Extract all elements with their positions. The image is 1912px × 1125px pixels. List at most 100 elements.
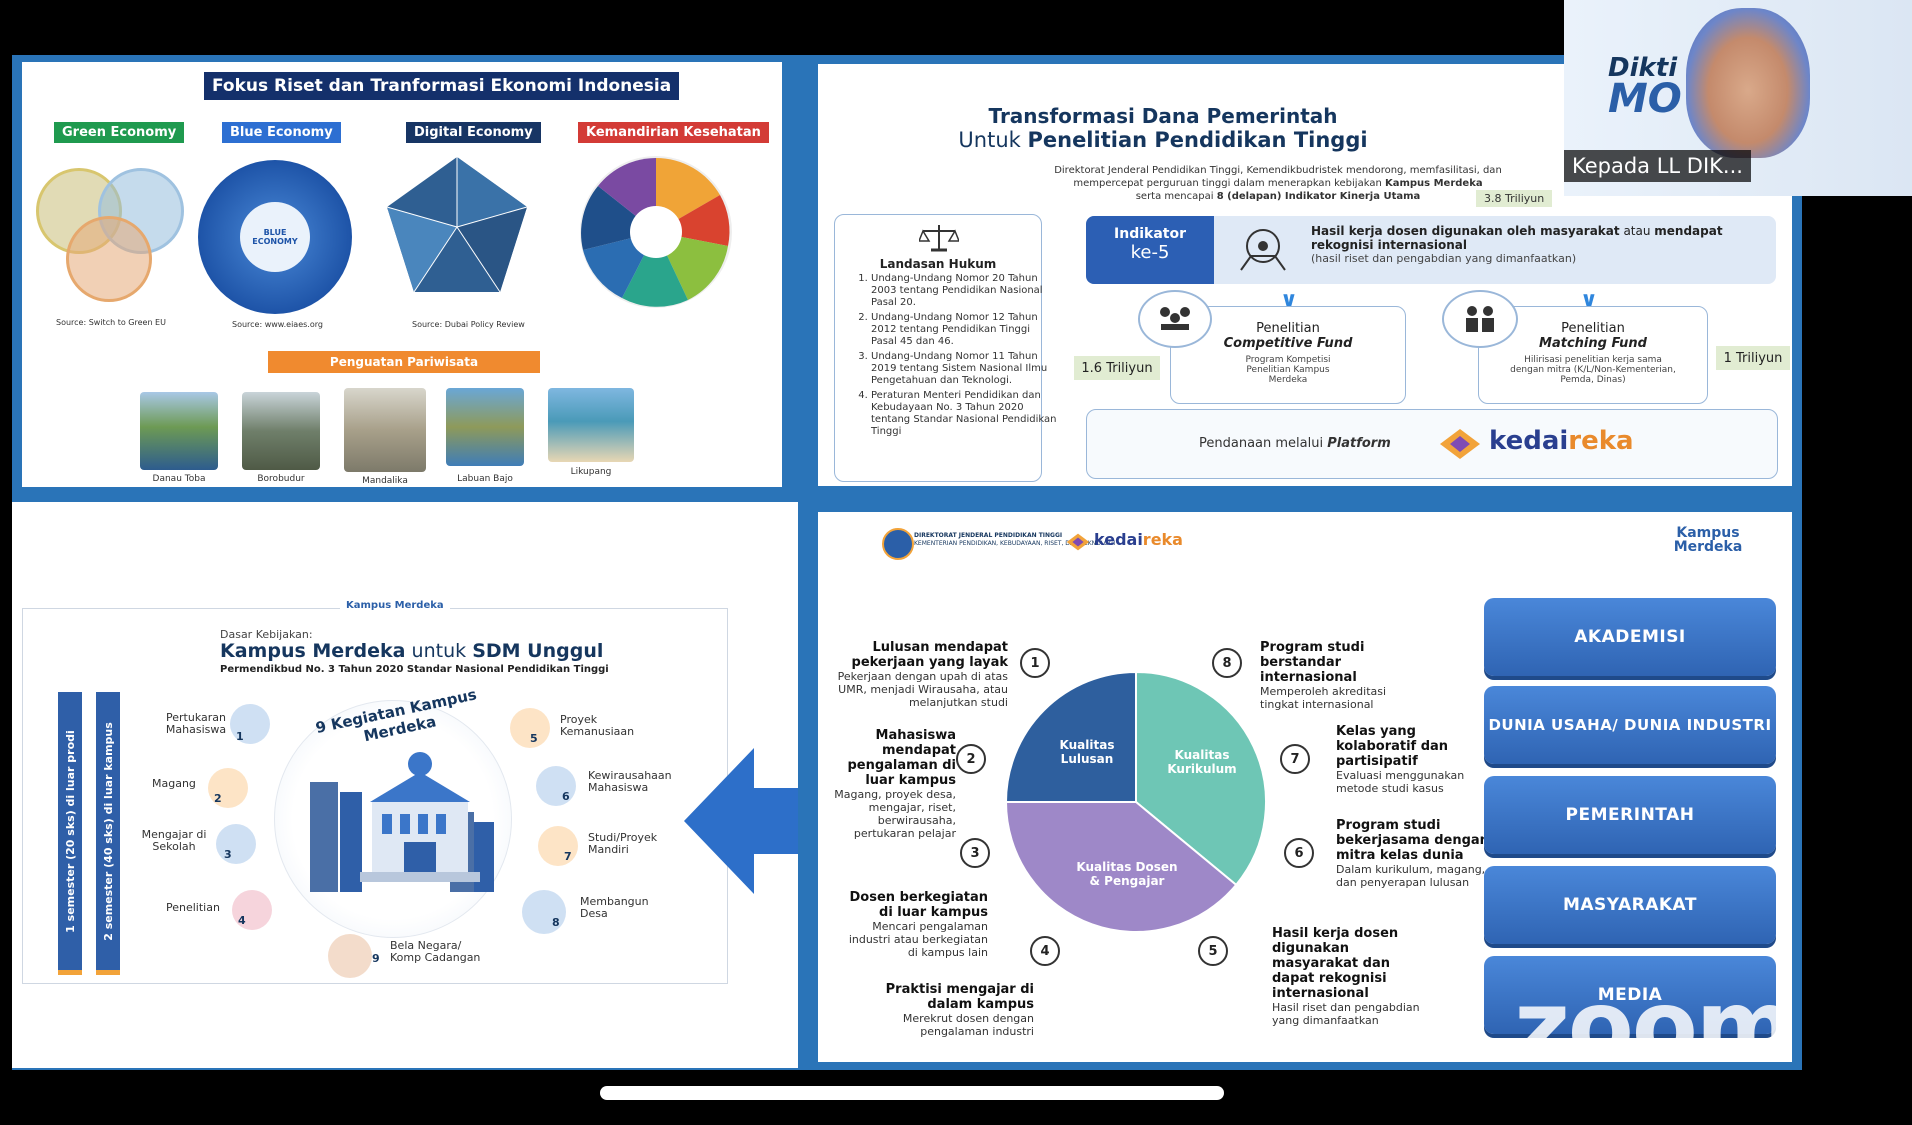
activity-number: 2 xyxy=(214,792,222,805)
platform-text-b: Platform xyxy=(1327,436,1391,451)
blue-economy-source: Source: www.eiaes.org xyxy=(232,320,323,329)
research-collaboration-icon xyxy=(1240,229,1286,271)
semester-bar-1-text: 1 semester (20 sks) di luar prodi xyxy=(63,729,77,933)
slide-subtitle: Permendikbud No. 3 Tahun 2020 Standar Na… xyxy=(220,664,609,675)
indicator-annotation: Mahasiswa mendapat pengalaman di luar ka… xyxy=(826,728,956,840)
matching-fund-card: Penelitian Matching Fund Hilirisasi pene… xyxy=(1478,306,1708,404)
indicator-sub: Pekerjaan dengan upah di atas UMR, menja… xyxy=(837,670,1008,709)
pie-slices xyxy=(1004,670,1267,933)
independent-study-icon xyxy=(538,826,578,866)
indicator-annotation: Program studi bekerjasama dengan mitra k… xyxy=(1336,818,1496,889)
desc-line3-text: serta mencapai xyxy=(1135,191,1217,202)
blue-economy-diagram: BLUE ECONOMY xyxy=(198,160,352,314)
header-org-sub: KEMENTERIAN PENDIDIKAN, KEBUDAYAAN, RISE… xyxy=(914,540,1116,547)
fund2-title: Penelitian xyxy=(1561,321,1625,336)
slide-research-focus: Fokus Riset dan Tranformasi Ekonomi Indo… xyxy=(22,62,782,487)
semester-bar-2: 2 semester (40 sks) di luar kampus xyxy=(96,692,120,975)
pie-label: Kualitas Kurikulum xyxy=(1167,748,1237,776)
title-line2-bold: Penelitian Pendidikan Tinggi xyxy=(1027,128,1368,152)
indicator-annotation: Lulusan mendapat pekerjaan yang layak Pe… xyxy=(818,640,1008,709)
legal-basis-title: Landasan Hukum xyxy=(879,257,997,271)
activity-label: Penelitian xyxy=(166,901,220,914)
fund2-desc: Hilirisasi penelitian kerja sama dengan … xyxy=(1510,355,1676,385)
indicator-label: Indikator xyxy=(1114,226,1186,242)
green-economy-label: Green Economy xyxy=(54,122,185,143)
stakeholder-akademisi: AKADEMISI xyxy=(1484,598,1776,676)
fund1-amount: 1.6 Triliyun xyxy=(1074,356,1160,380)
indicator-annotation: Kelas yang kolaboratif dan partisipatif … xyxy=(1336,724,1476,795)
slide-title-line2: Untuk Penelitian Pendidikan Tinggi xyxy=(818,128,1508,152)
kedaireka-logo-icon xyxy=(1440,429,1480,459)
activity-number: 1 xyxy=(236,730,244,743)
desc-line1: Direktorat Jenderal Pendidikan Tinggi, K… xyxy=(1054,165,1502,176)
kedaireka-logo: kedaireka xyxy=(1489,426,1634,456)
legal-basis-item: Undang-Undang Nomor 12 Tahun 2012 tentan… xyxy=(871,312,1057,348)
slide-title-line1: Transformasi Dana Pemerintah xyxy=(988,104,1338,128)
indicator-badge: 4 xyxy=(1030,936,1060,966)
likupang-photo xyxy=(548,388,634,462)
indicator-title: Hasil kerja dosen digunakan masyarakat d… xyxy=(1272,926,1399,1001)
indicator-title: Dosen berkegiatan di luar kampus xyxy=(849,890,988,920)
activity-number: 7 xyxy=(564,850,572,863)
kedaireka-logo-a: kedai xyxy=(1094,530,1143,549)
desc-line3: serta mencapai 8 (delapan) Indikator Kin… xyxy=(968,190,1588,203)
indicator-annotation: Praktisi mengajar di dalam kampus Merekr… xyxy=(878,982,1034,1038)
pie-slice xyxy=(1004,801,1238,933)
indicator-tag: Indikator ke-5 xyxy=(1086,216,1214,284)
matching-fund-icon xyxy=(1442,290,1518,348)
legal-basis-box: Landasan Hukum Undang-Undang Nomor 20 Ta… xyxy=(834,214,1056,482)
desc-line2: mempercepat perguruan tinggi dalam mener… xyxy=(968,177,1588,190)
slide-kampus-merdeka: Kampus Merdeka Dasar Kebijakan: Kampus M… xyxy=(12,502,798,1068)
stakeholder-dunia-usaha: DUNIA USAHA/ DUNIA INDUSTRI xyxy=(1484,686,1776,764)
indicator-sub: Magang, proyek desa, mengajar, riset, be… xyxy=(834,788,956,840)
state-defense-icon xyxy=(328,934,372,978)
indicator-badge: 5 xyxy=(1198,936,1228,966)
indicator-sub: Hasil riset dan pengabdian yang dimanfaa… xyxy=(1272,1001,1420,1027)
blue-economy-center: BLUE ECONOMY xyxy=(240,202,310,272)
screen-share-scrollbar[interactable] xyxy=(600,1086,1224,1100)
venn-circle xyxy=(66,216,152,302)
legal-basis-item: Peraturan Menteri Pendidikan dan Kebuday… xyxy=(871,390,1057,438)
tourism-title: Penguatan Pariwisata xyxy=(268,351,540,373)
policy-basis-label: Dasar Kebijakan: xyxy=(220,628,313,641)
zoom-watermark: zoom xyxy=(1514,970,1796,1082)
internship-icon xyxy=(208,768,248,808)
digital-economy-pentagon xyxy=(386,157,528,293)
slide-description: Direktorat Jenderal Pendidikan Tinggi, K… xyxy=(968,164,1588,203)
indicator-text-bold2: mendapat rekognisi internasional xyxy=(1311,224,1723,252)
health-independence-wheel xyxy=(580,156,732,308)
blue-economy-label: Blue Economy xyxy=(222,122,341,143)
labuan-bajo-photo xyxy=(446,388,524,466)
activity-label: Bela Negara/ Komp Cadangan xyxy=(390,939,481,964)
participant-video-tile[interactable]: Dikti MO Kepada LL DIK... xyxy=(1564,0,1912,196)
participant-avatar xyxy=(1686,8,1810,158)
arrow-left-icon xyxy=(684,748,798,894)
exchange-student-icon xyxy=(230,704,270,744)
platform-text: Pendanaan melalui Platform xyxy=(1199,436,1391,451)
fund1-title: Penelitian xyxy=(1256,321,1320,336)
activity-number: 6 xyxy=(562,790,570,803)
platform-bar: Pendanaan melalui Platform kedaireka xyxy=(1086,409,1778,479)
indicator-sub: Dalam kurikulum, magang, dan penyerapan … xyxy=(1336,863,1486,889)
research-icon xyxy=(232,890,272,930)
indicator-sub: Memperoleh akreditasi tingkat internasio… xyxy=(1260,685,1387,711)
place-label: Labuan Bajo xyxy=(457,474,513,484)
humanitarian-icon xyxy=(510,708,550,748)
place-label: Borobudur xyxy=(257,474,305,484)
village-building-icon xyxy=(522,890,566,934)
indicator-annotation: Dosen berkegiatan di luar kampus Mencari… xyxy=(838,890,988,959)
semester-bar-2-text: 2 semester (40 sks) di luar kampus xyxy=(101,721,115,941)
title-part-b: untuk xyxy=(405,640,473,662)
scales-icon xyxy=(919,225,959,252)
indicator-title: Kelas yang kolaboratif dan partisipatif xyxy=(1336,724,1449,769)
indicator-sub: Mencari pengalaman industri atau berkegi… xyxy=(848,920,988,959)
platform-text-a: Pendanaan melalui xyxy=(1199,436,1328,451)
indicator-number: ke-5 xyxy=(1130,242,1170,263)
activity-label: Magang xyxy=(152,777,196,790)
indicator-text-sub: (hasil riset dan pengabdian yang dimanfa… xyxy=(1311,252,1577,265)
indicator-banner: Indikator ke-5 Hasil kerja dosen digunak… xyxy=(1086,216,1776,284)
indicator-title: Program studi bekerjasama dengan mitra k… xyxy=(1336,818,1489,863)
indicator-badge: 8 xyxy=(1212,648,1242,678)
desc-line2-bold: Kampus Merdeka xyxy=(1384,178,1483,189)
